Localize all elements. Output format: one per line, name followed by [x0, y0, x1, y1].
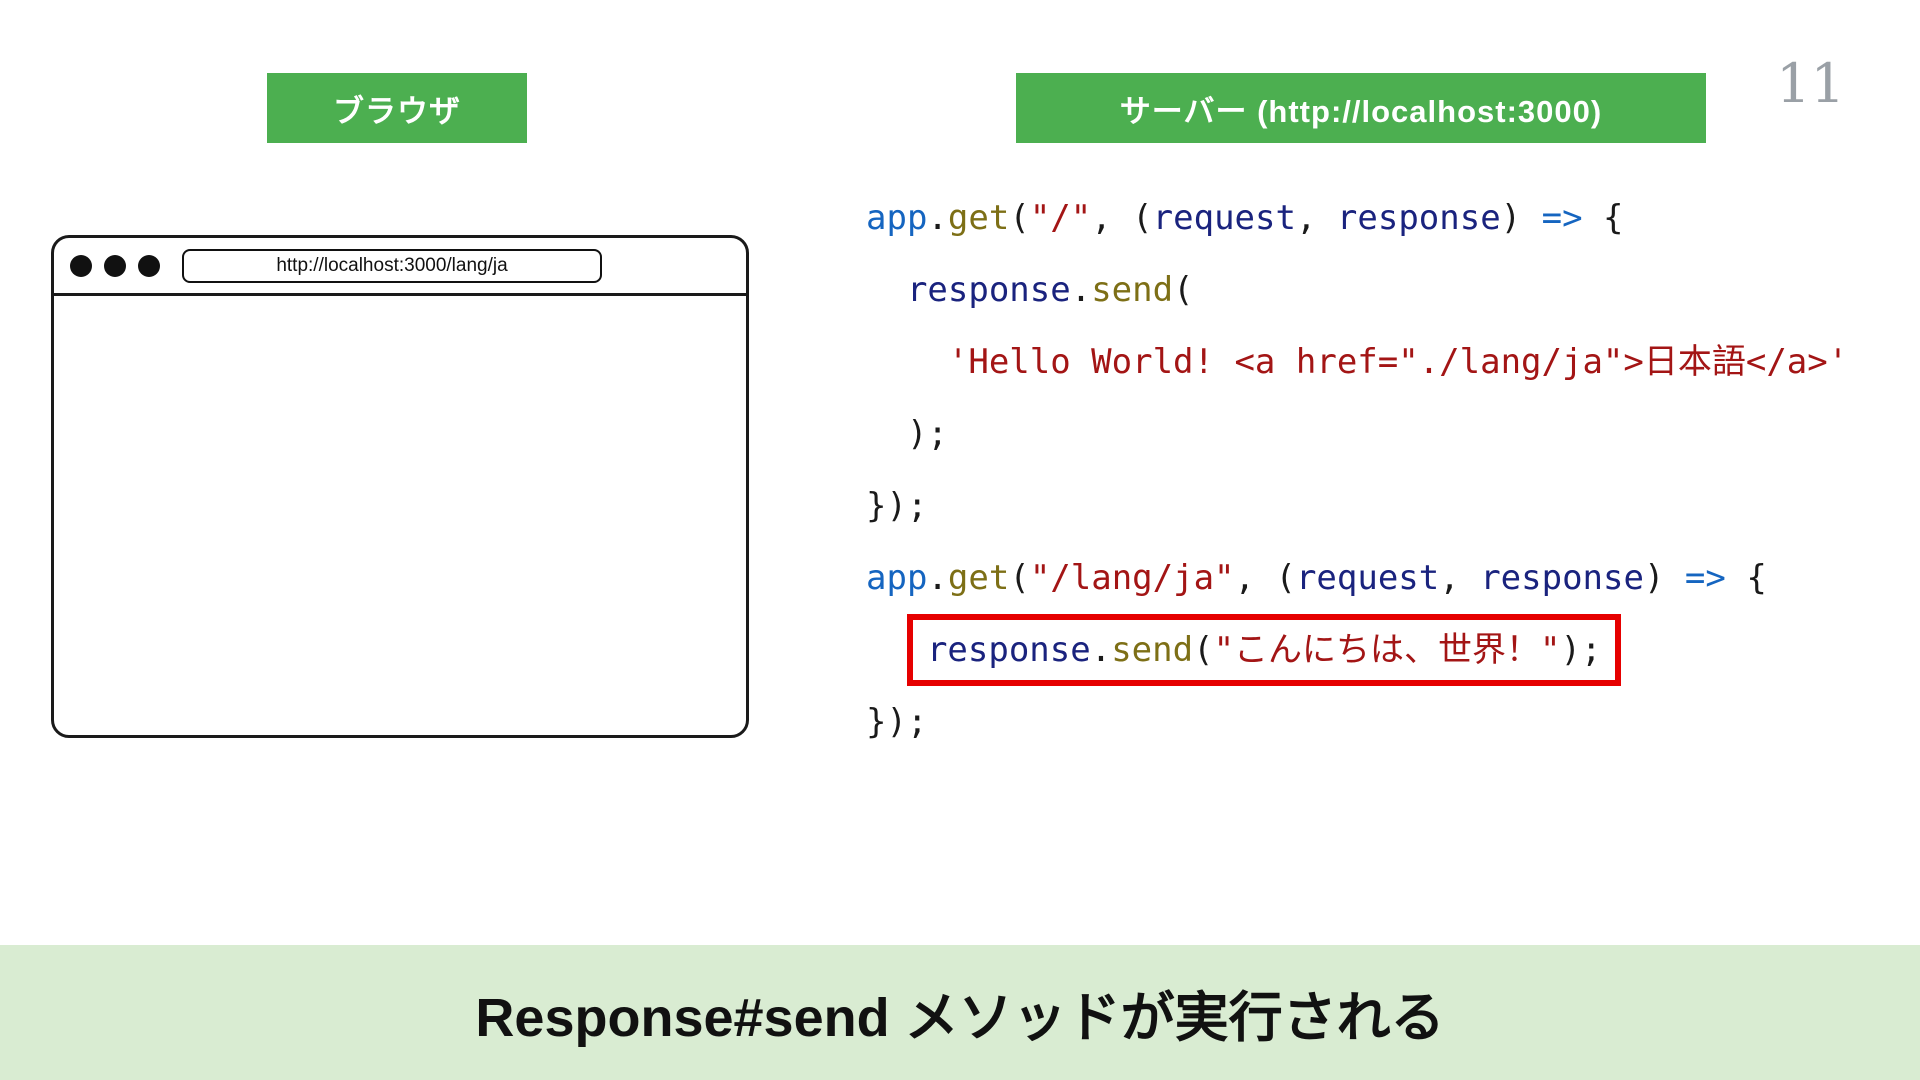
window-titlebar: http://localhost:3000/lang/ja [54, 238, 746, 296]
code-token: response [926, 630, 1091, 670]
code-token: }); [866, 486, 928, 526]
code-token: "こんにちは、世界！" [1213, 630, 1561, 670]
code-line: }); [866, 470, 1848, 542]
code-token: "/" [1029, 198, 1092, 238]
code-token: ) [1500, 198, 1542, 238]
code-line: 'Hello World! <a href="./lang/ja">日本語</a… [866, 326, 1848, 398]
code-token: , ( [1234, 558, 1296, 598]
code-token: send [1091, 270, 1174, 310]
code-token: ( [1009, 198, 1030, 238]
page-number: 11 [1776, 52, 1845, 115]
code-token: . [927, 198, 948, 238]
code-token: ); [906, 414, 948, 454]
code-token: , [1439, 558, 1481, 598]
code-line: }); [866, 686, 1848, 758]
window-control-dot-3 [138, 254, 160, 277]
code-token: ( [1009, 558, 1030, 598]
code-token: response [906, 270, 1071, 310]
code-token: ); [1560, 630, 1602, 670]
code-token: ) [1643, 558, 1685, 598]
code-token: { [1582, 198, 1624, 238]
code-token: { [1725, 558, 1767, 598]
code-line: response.send("こんにちは、世界！"); [866, 614, 1848, 686]
code-token: => [1684, 558, 1726, 598]
server-label-text: サーバー (http://localhost:3000) [1119, 93, 1603, 129]
code-token: , [1295, 198, 1337, 238]
window-control-dot-2 [104, 254, 126, 277]
browser-label-text: ブラウザ [333, 93, 461, 129]
code-token: send [1111, 630, 1194, 670]
banner-text: Response#send メソッドが実行される [475, 988, 1445, 1048]
code-line: app.get("/", (request, response) => { [866, 182, 1848, 254]
code-line: app.get("/lang/ja", (request, response) … [866, 542, 1848, 614]
code-token: app [866, 558, 928, 598]
code-token: ( [1173, 270, 1194, 310]
url-bar: http://localhost:3000/lang/ja [182, 248, 602, 283]
code-token: response [1480, 558, 1644, 598]
browser-label-badge: ブラウザ [267, 73, 527, 143]
server-label-badge: サーバー (http://localhost:3000) [1016, 73, 1706, 143]
code-token: get [947, 198, 1010, 238]
url-text: http://localhost:3000/lang/ja [276, 254, 508, 276]
code-token: request [1152, 198, 1296, 238]
code-token: get [947, 558, 1010, 598]
code-token: => [1541, 198, 1583, 238]
code-token: }); [866, 702, 928, 742]
code-token: . [1090, 630, 1112, 670]
highlight-box: response.send("こんにちは、世界！"); [906, 614, 1622, 686]
code-line: response.send( [866, 254, 1848, 326]
browser-window: http://localhost:3000/lang/ja [51, 235, 749, 738]
code-token: 'Hello World! <a href="./lang/ja">日本語</a… [947, 342, 1849, 382]
code-token: response [1336, 198, 1501, 238]
code-token: . [1070, 270, 1092, 310]
code-token: "/lang/ja" [1029, 558, 1235, 598]
code-token: . [927, 558, 948, 598]
window-content [54, 296, 746, 735]
code-token: request [1295, 558, 1440, 598]
code-token: app [866, 198, 928, 238]
code-block: app.get("/", (request, response) => { re… [866, 182, 1848, 758]
window-control-dot-1 [70, 254, 92, 277]
bottom-banner: Response#send メソッドが実行される [0, 945, 1920, 1080]
code-token: ( [1193, 630, 1214, 670]
code-token: , ( [1091, 198, 1153, 238]
code-line: ); [866, 398, 1848, 470]
